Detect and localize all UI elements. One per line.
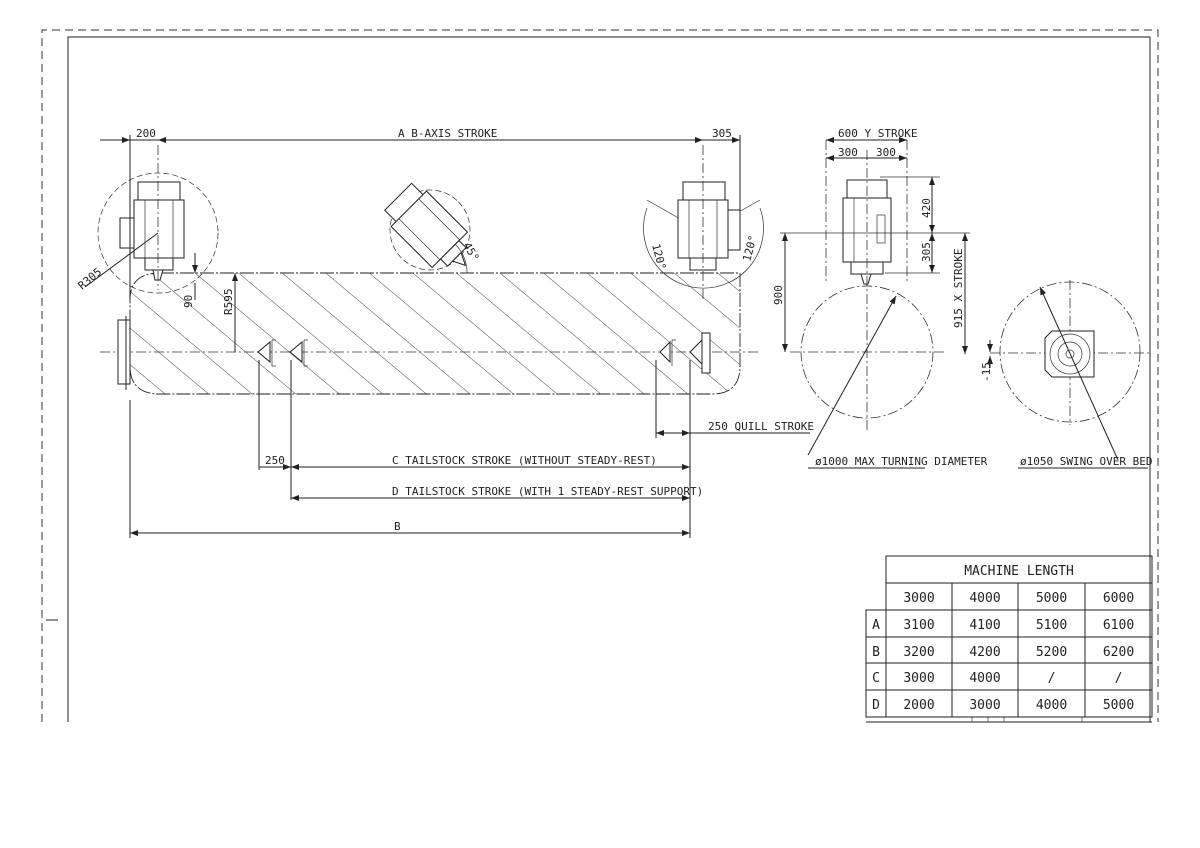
- label-swing-over-bed: ø1050 SWING OVER BED: [1020, 455, 1152, 468]
- label-max-turning-diameter: ø1000 MAX TURNING DIAMETER: [815, 455, 988, 468]
- dim-c-tailstock: C TAILSTOCK STROKE (WITHOUT STEADY-REST): [392, 454, 657, 467]
- dim-r305: R305: [76, 265, 105, 292]
- machine-bed: [100, 272, 760, 395]
- spindle-head-right: [643, 145, 764, 374]
- table-cell-value: 5000: [1103, 698, 1134, 713]
- table-cell-value: 3100: [903, 618, 934, 633]
- table-cell-value: 3000: [969, 698, 1000, 713]
- table-cell-value: 4200: [969, 645, 1000, 660]
- spindle-head-tilted: [384, 182, 471, 271]
- dim-r595: R595: [222, 289, 235, 316]
- table-column-header: 6000: [1103, 591, 1134, 606]
- sheet-border: [41, 29, 1159, 722]
- table-row-label: B: [872, 645, 880, 660]
- dim-120-left: 120°: [649, 242, 668, 271]
- dim-y-stroke: 600 Y STROKE: [838, 127, 917, 140]
- dim-b: B: [394, 520, 401, 533]
- dim-minus-15: -15: [980, 362, 993, 382]
- dim-d-tailstock: D TAILSTOCK STROKE (WITH 1 STEADY-REST S…: [392, 485, 703, 498]
- dim-200: 200: [136, 127, 156, 140]
- side-view: 600 Y STROKE 300 300 420 305 900 915 X S…: [772, 127, 1152, 469]
- table-row-label: C: [872, 671, 880, 686]
- table-cell-value: 5100: [1036, 618, 1067, 633]
- table-row-label: D: [872, 698, 880, 713]
- table-cell-value: 4100: [969, 618, 1000, 633]
- dim-c-250: 250: [265, 454, 285, 467]
- dim-y-half-right: 300: [876, 146, 896, 159]
- table-cell-value: 4000: [1036, 698, 1067, 713]
- table-cell-value: 3200: [903, 645, 934, 660]
- table-column-header: 3000: [903, 591, 934, 606]
- tailstock-centers: [129, 339, 691, 538]
- dim-90: 90: [182, 295, 195, 308]
- dim-a-b-axis-stroke: A B-AXIS STROKE: [398, 127, 497, 140]
- dim-y-half-left: 300: [838, 146, 858, 159]
- spindle-head-left: [84, 145, 219, 390]
- table-cell-value: 6200: [1103, 645, 1134, 660]
- dim-quill-stroke: 250 QUILL STROKE: [708, 420, 814, 433]
- table-cell-value: 6100: [1103, 618, 1134, 633]
- dim-120-right: 120°: [740, 234, 759, 263]
- dim-420: 420: [920, 198, 933, 218]
- table-column-header: 5000: [1036, 591, 1067, 606]
- dim-900: 900: [772, 285, 785, 305]
- dimensions-front: 200 A B-AXIS STROKE 305 R305 90 R595 45°…: [76, 127, 814, 536]
- table-cell-value: 3000: [903, 671, 934, 686]
- table-cell-value: /: [1115, 671, 1123, 686]
- table-title: MACHINE LENGTH: [964, 564, 1074, 579]
- table-cell-value: 2000: [903, 698, 934, 713]
- dim-305: 305: [712, 127, 732, 140]
- table-cell-value: /: [1048, 671, 1056, 686]
- dim-305-side: 305: [920, 242, 933, 262]
- table-cell-value: 4000: [969, 671, 1000, 686]
- dim-x-stroke: 915 X STROKE: [952, 249, 965, 328]
- table-column-header: 4000: [969, 591, 1000, 606]
- table-row-label: A: [872, 618, 880, 633]
- table-cell-value: 5200: [1036, 645, 1067, 660]
